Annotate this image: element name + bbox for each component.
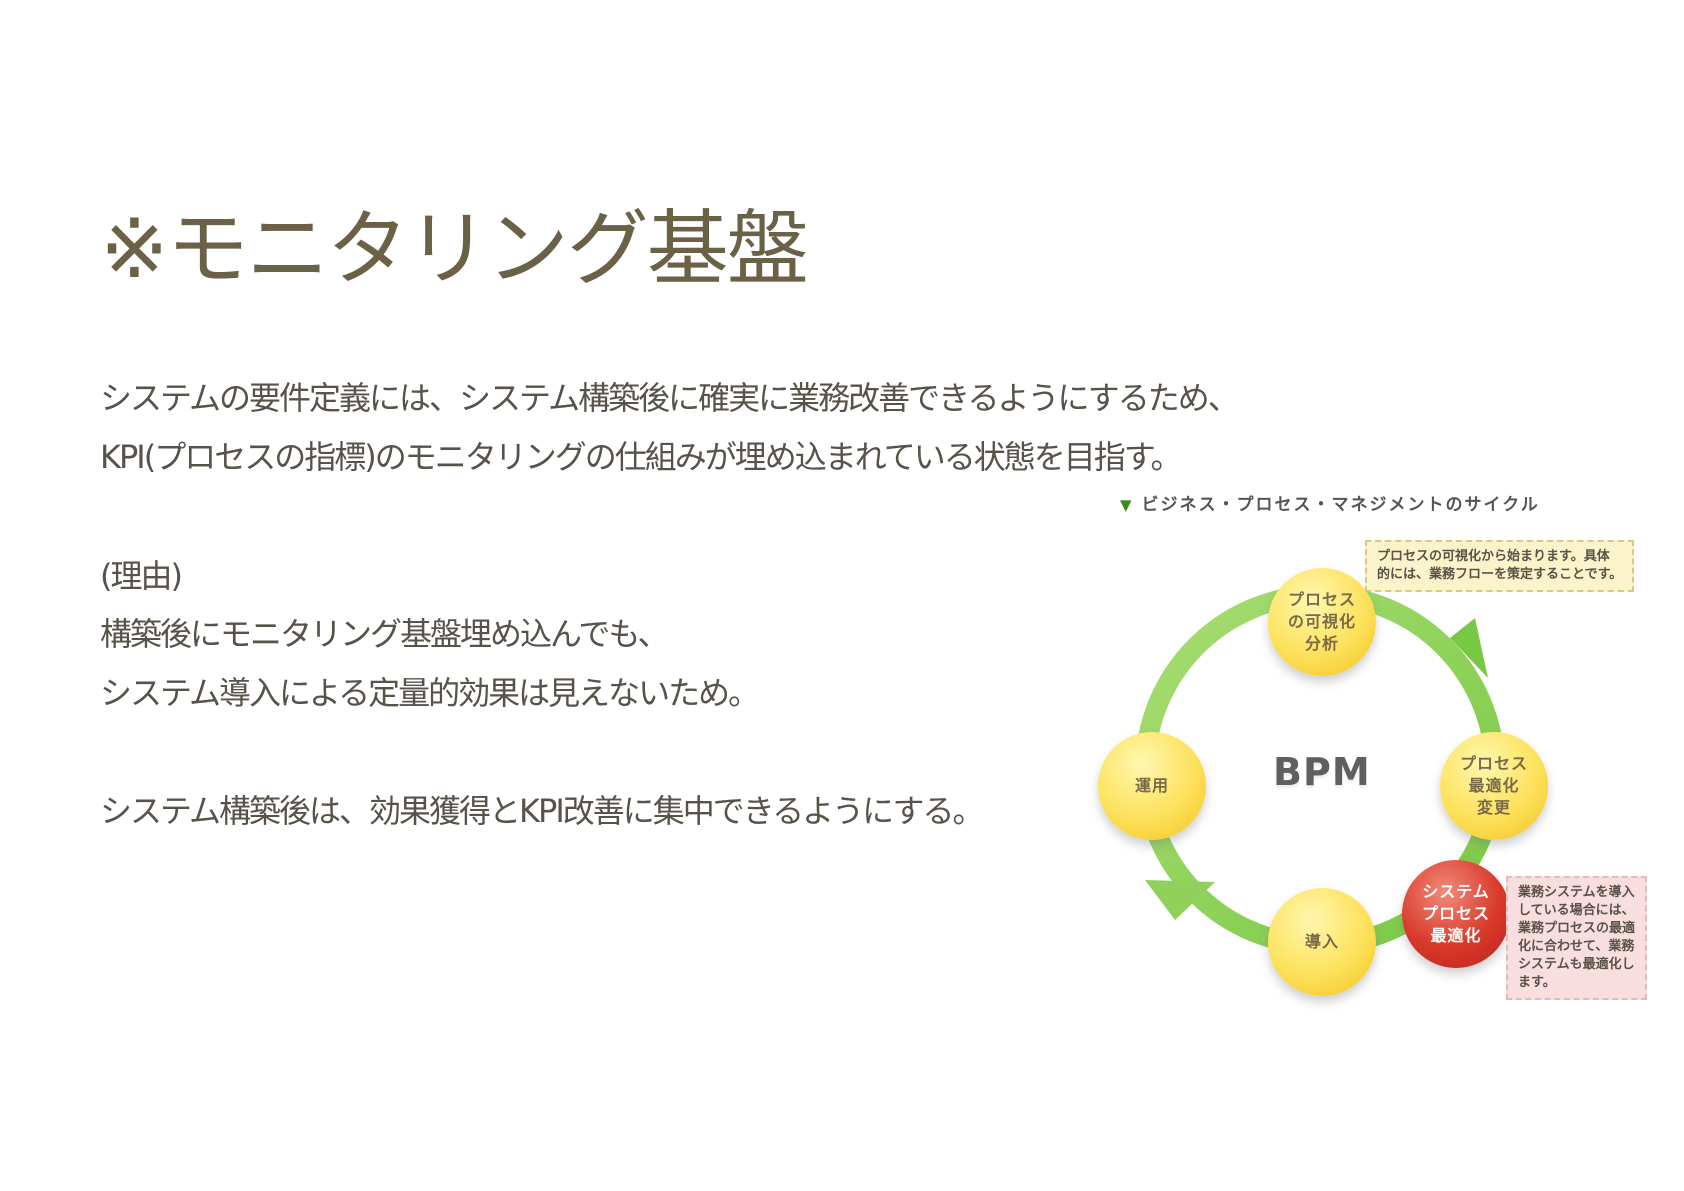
arrow-head-bottom-left: [1145, 880, 1215, 920]
node-label: プロセス: [1421, 904, 1490, 923]
node-label: 最適化: [1430, 926, 1482, 945]
node-label: 運用: [1134, 776, 1169, 795]
note-line: 業務プロセスの最適: [1518, 921, 1636, 936]
note-line: プロセスの可視化から始まります。具体: [1377, 549, 1610, 564]
node-label: 分析: [1304, 634, 1339, 653]
node-label: 変更: [1476, 798, 1511, 817]
diagram-caption: ▼ ビジネス・プロセス・マネジメントのサイクル: [1120, 490, 1540, 515]
node-process-visualization: プロセス の可視化 分析: [1268, 568, 1376, 676]
triangle-down-icon: ▼: [1120, 496, 1134, 514]
reason-line-2: システム導入による定量的効果は見えないため。: [100, 674, 760, 712]
node-label: 最適化: [1468, 776, 1520, 795]
body-line-2: KPI(プロセスの指標)のモニタリングの仕組みが埋め込まれている状態を目指す。: [100, 438, 1183, 476]
node-label: プロセス: [1459, 754, 1528, 773]
bpm-center-label: BPM: [1273, 750, 1371, 794]
node-process-optimization: プロセス 最適化 変更: [1440, 732, 1548, 840]
node-label: 導入: [1304, 932, 1339, 951]
conclusion-line: システム構築後は、効果獲得とKPI改善に集中できるようにする。: [100, 792, 984, 830]
reason-line-1: 構築後にモニタリング基盤埋め込んでも、: [100, 615, 669, 653]
reason-heading: (理由): [100, 557, 183, 595]
node-label: プロセス: [1287, 590, 1356, 609]
note-line: システムも最適化し: [1518, 957, 1635, 972]
node-label: システム: [1422, 882, 1490, 901]
node-system-optimization: システム プロセス 最適化: [1402, 860, 1510, 968]
note-visualization: プロセスの可視化から始まります。具体 的には、業務フローを策定することです。: [1365, 540, 1635, 592]
slide-title: ※モニタリング基盤: [100, 202, 809, 297]
note-line: ます。: [1518, 975, 1556, 990]
note-line: 的には、業務フローを策定することです。: [1377, 567, 1623, 582]
note-line: している場合には、: [1518, 903, 1635, 918]
note-line: 業務システムを導入: [1518, 885, 1635, 900]
note-line: 化に合わせて、業務: [1518, 939, 1635, 954]
note-system: 業務システムを導入 している場合には、 業務プロセスの最適 化に合わせて、業務 …: [1506, 876, 1648, 1000]
node-introduction: 導入: [1268, 888, 1376, 996]
diagram-caption-text: ビジネス・プロセス・マネジメントのサイクル: [1141, 495, 1540, 515]
body-line-1: システムの要件定義には、システム構築後に確実に業務改善できるようにするため、: [100, 379, 1240, 417]
node-operation: 運用: [1098, 732, 1206, 840]
node-label: の可視化: [1287, 612, 1356, 631]
arrow-head-top-right: [1450, 618, 1488, 678]
